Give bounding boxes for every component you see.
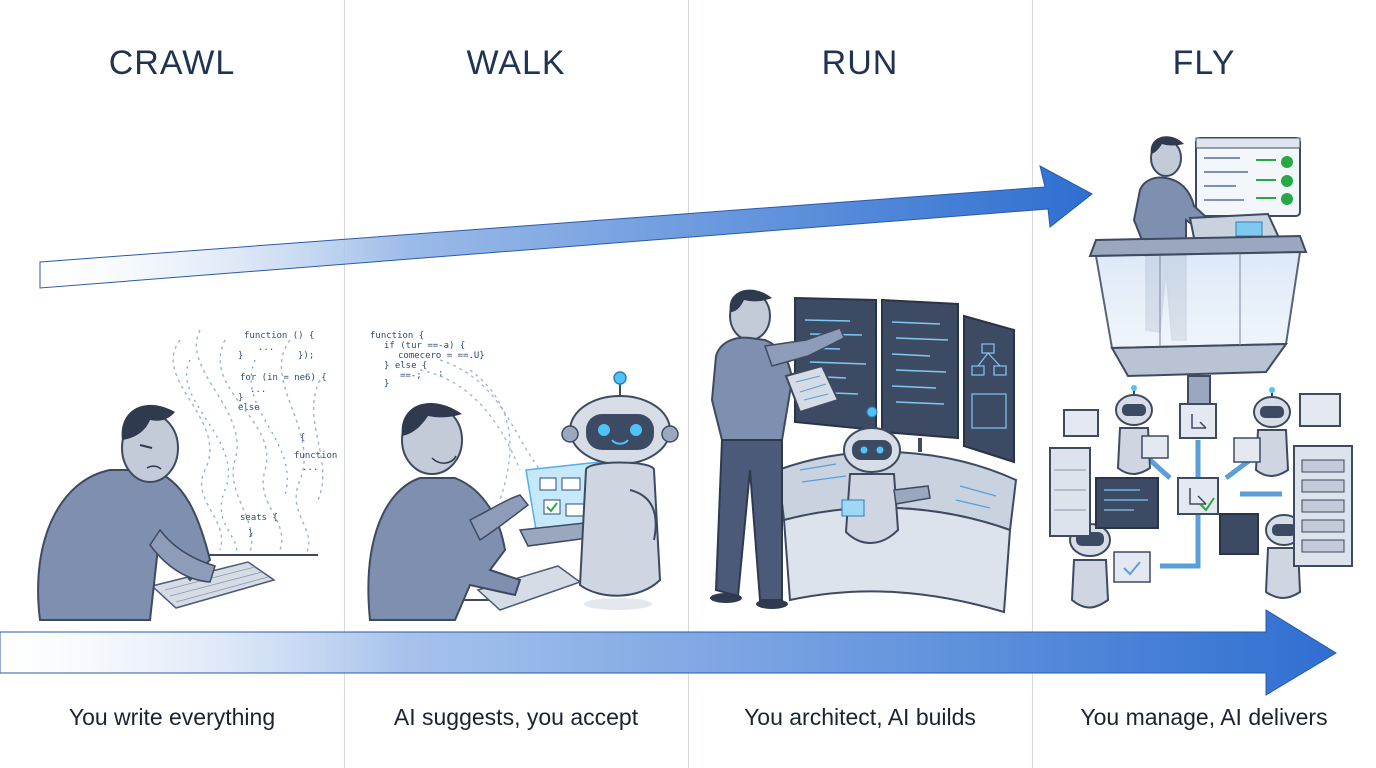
code-swirl-lines: [172, 329, 324, 557]
server-rack: [1293, 445, 1353, 567]
code-token: for (in = ne6) {: [240, 373, 327, 383]
monitor-icon: [1063, 409, 1099, 437]
progress-arrow-top: [39, 165, 1093, 289]
stage-caption-fly: You manage, AI delivers: [1080, 704, 1328, 730]
code-token: ...: [258, 343, 274, 353]
check-icon: [1281, 193, 1293, 205]
control-booth: [1088, 234, 1308, 405]
stage-caption-walk: AI suggests, you accept: [393, 704, 639, 730]
code-token: ...: [302, 463, 318, 473]
code-swirl-lines-blue: [186, 359, 288, 557]
code-token: {: [300, 433, 305, 443]
architect-figure: [710, 289, 845, 609]
ai-robot: [1069, 523, 1151, 609]
stage-title-walk: WALK: [466, 44, 566, 82]
developer-figure: [367, 403, 530, 621]
code-token: }: [384, 379, 389, 389]
stage-title-run: RUN: [821, 44, 899, 82]
column-divider: [688, 0, 689, 768]
dashboard-screen: [1195, 137, 1301, 217]
code-token: function () {: [244, 331, 314, 341]
monitor-wall: [794, 296, 1015, 464]
crawl-illustration: function () { ... } }); for (in = ne6) {…: [37, 329, 337, 621]
timeline-arrow-bottom: [0, 609, 1337, 696]
ai-robot: [1233, 387, 1291, 477]
ai-robot: [1115, 385, 1169, 475]
code-token: if (tur ==-a) {: [384, 341, 465, 351]
orchestration-network: [1049, 385, 1353, 609]
server-rack: [1049, 447, 1091, 537]
stage-caption-run: You architect, AI builds: [744, 704, 976, 730]
code-token: });: [298, 351, 314, 361]
check-icon: [1281, 175, 1293, 187]
check-icon: [1123, 561, 1141, 576]
code-token: ==-;: [400, 371, 422, 381]
code-token: }: [238, 351, 243, 361]
run-illustration: [710, 289, 1018, 614]
stage-title-crawl: CRAWL: [108, 44, 236, 82]
code-token: else: [238, 403, 260, 413]
walk-illustration: function { if (tur ==-a) { comecero = ==…: [367, 331, 679, 621]
monitor-icon: [1299, 393, 1341, 427]
monitor-icon: [1219, 513, 1259, 555]
check-icon: [1281, 156, 1293, 168]
code-token: function: [294, 451, 337, 461]
stage-title-fly: FLY: [1172, 44, 1236, 82]
developer-figure: [37, 404, 216, 621]
package-icon: [1177, 403, 1219, 515]
ai-robot: [561, 371, 679, 610]
code-token: ...: [250, 385, 266, 395]
fly-illustration: [1049, 136, 1353, 609]
tablet-icon: [784, 364, 840, 414]
code-token: } else {: [384, 361, 427, 371]
code-token: comecero = ==.U}: [398, 351, 485, 361]
code-token: }: [248, 529, 253, 539]
ai-robot: [841, 406, 931, 544]
monitor-icon: [1095, 477, 1159, 529]
code-token: function {: [370, 331, 424, 341]
column-divider: [1032, 0, 1033, 768]
code-token: seats {: [240, 513, 278, 523]
code-token: ;: [438, 369, 443, 379]
column-divider: [344, 0, 345, 768]
check-icon: [546, 502, 558, 513]
code-token: }: [238, 393, 243, 403]
check-icon: [1199, 497, 1215, 512]
stage-caption-crawl: You write everything: [68, 704, 276, 730]
